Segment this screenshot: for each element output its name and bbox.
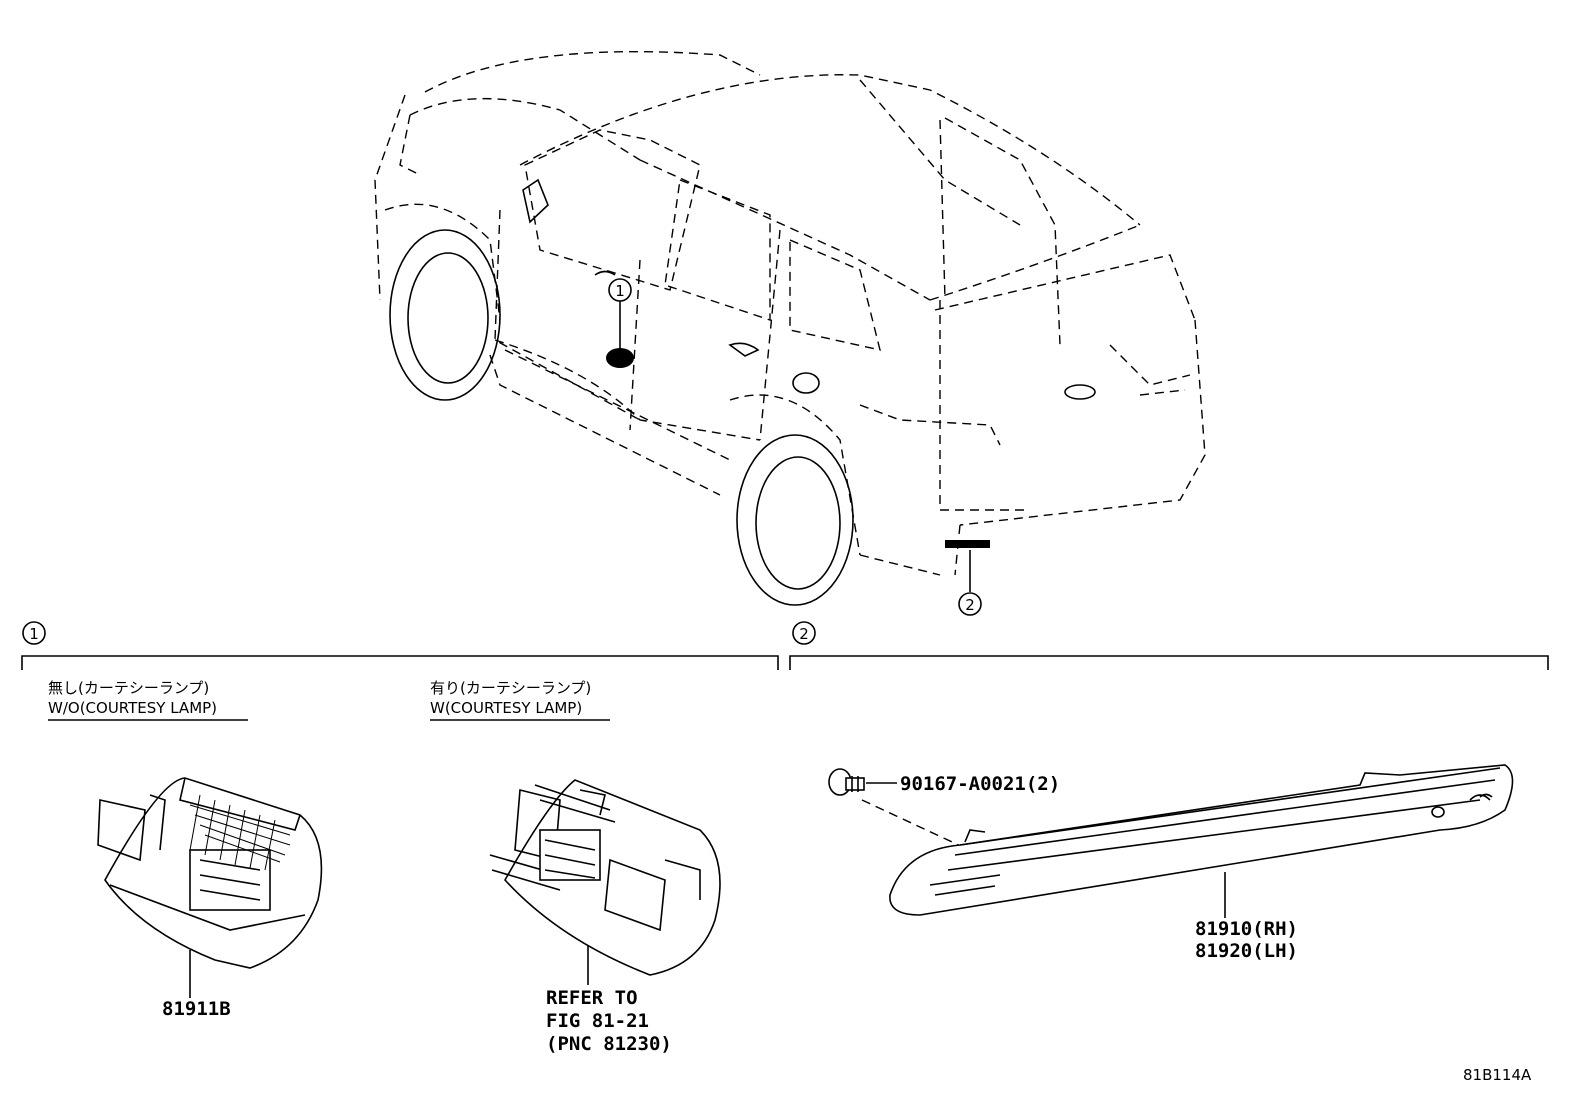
figure-code: 81B114A [1463,1066,1532,1084]
section-2-bracket: 2 [789,621,1549,670]
w-courtesy-lamp-label: W(COURTESY LAMP) [430,699,582,717]
wo-courtesy-lamp-jp-label: 無し(カーテシーランプ) [48,679,209,697]
vehicle-illustration [374,50,1206,606]
wo-courtesy-lamp-label: W/O(COURTESY LAMP) [48,699,217,717]
screw-part-number: 90167-A0021(2) [900,773,1060,795]
refer-fig-label: FIG 81-21 [546,1010,649,1032]
refer-pnc-label: (PNC 81230) [546,1033,672,1055]
screw-clip [828,768,966,849]
part-number-81910-rh: 81910(RH) [1195,918,1298,940]
refer-to-label: REFER TO [546,987,638,1009]
switch-wo-courtesy-lamp [97,777,323,998]
svg-text:2: 2 [965,596,975,614]
callout-2-vehicle: 2 [958,592,982,616]
callout-1-vehicle: 1 [608,278,632,302]
svg-text:1: 1 [29,625,39,643]
part-number-81920-lh: 81920(LH) [1195,940,1298,962]
w-courtesy-lamp-jp-label: 有り(カーテシーランプ) [430,679,591,697]
part-number-81911b: 81911B [162,998,231,1020]
section-1-bracket: 1 [21,621,779,670]
switch-w-courtesy-lamp [489,779,721,985]
svg-text:1: 1 [615,282,625,300]
svg-text:2: 2 [799,625,809,643]
rear-reflector [889,764,1514,918]
